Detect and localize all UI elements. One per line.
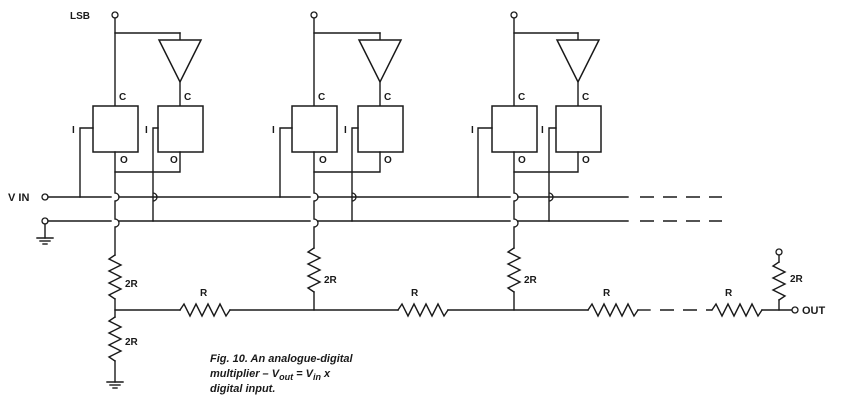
ground-symbol-top: [36, 237, 54, 245]
switch-stage-1: LSB C C I I O O: [70, 11, 204, 256]
resistor-2r-stage2-label: 2R: [324, 275, 338, 286]
switch-a-output-label: O: [518, 155, 526, 166]
resistor-r-3-label: R: [603, 288, 611, 299]
switch-a-input-label: I: [272, 125, 275, 136]
bit-3-terminal: [510, 11, 518, 19]
resistor-2r-termination-label: 2R: [125, 337, 139, 348]
resistor-2r-stage1-label: 2R: [125, 279, 139, 290]
caption-line-2-suffix: x: [321, 368, 331, 380]
ground-bus: [36, 217, 722, 245]
vin-terminal: [41, 193, 49, 201]
switch-a-output-label: O: [120, 155, 128, 166]
resistor-r-4: [711, 302, 763, 318]
lsb-terminal: [111, 11, 119, 19]
switch-a-control-label: C: [318, 92, 325, 103]
lsb-label: LSB: [70, 11, 90, 22]
resistor-2r-stage3: [506, 247, 522, 293]
switch-b-input-label: I: [344, 125, 347, 136]
switch-b-control-label: C: [384, 92, 391, 103]
switch-b-control-label: C: [582, 92, 589, 103]
switch-a-output-label: O: [319, 155, 327, 166]
out-terminal: [791, 306, 799, 314]
vin-bus: V IN: [8, 192, 722, 204]
resistor-r-1: [179, 302, 231, 318]
figure-caption: Fig. 10. An analogue-digital multiplier …: [210, 353, 354, 395]
resistor-r-2: [397, 302, 449, 318]
caption-line-2: multiplier – Vout = Vin x: [210, 368, 331, 382]
switch-b-input-label: I: [145, 125, 148, 136]
resistor-r-1-label: R: [200, 288, 208, 299]
caption-vout-subscript: out: [279, 372, 294, 382]
analogue-switch-3b: [555, 105, 602, 153]
switch-a-control-label: C: [119, 92, 126, 103]
switch-b-control-label: C: [184, 92, 191, 103]
inverter-3: [555, 39, 601, 84]
resistor-r-2-label: R: [411, 288, 419, 299]
ground-terminal: [41, 217, 49, 225]
switch-a-input-label: I: [471, 125, 474, 136]
bit-2-terminal: [310, 11, 318, 19]
switch-stage-3: C C I I O O: [471, 11, 602, 249]
resistor-2r-output-label: 2R: [790, 274, 804, 285]
analogue-switch-3a: [491, 105, 538, 153]
switch-b-output-label: O: [170, 155, 178, 166]
caption-line-2-mid: = V: [293, 368, 315, 380]
caption-line-2-prefix: multiplier – V: [210, 368, 281, 380]
caption-line-1: Fig. 10. An analogue-digital: [210, 353, 354, 365]
switch-b-output-label: O: [384, 155, 392, 166]
resistor-2r-output: [771, 261, 787, 301]
vin-label: V IN: [8, 192, 29, 204]
bias-terminal: [775, 248, 783, 256]
switch-a-control-label: C: [518, 92, 525, 103]
resistor-2r-termination: [107, 316, 123, 362]
analogue-switch-1a: [92, 105, 139, 153]
out-label: OUT: [802, 305, 826, 317]
analogue-switch-1b: [157, 105, 204, 153]
switch-stage-2: C C I I O O: [272, 11, 404, 249]
switch-b-input-label: I: [541, 125, 544, 136]
resistor-2r-stage1: [107, 254, 123, 300]
switch-a-input-label: I: [72, 125, 75, 136]
caption-line-3: digital input.: [210, 383, 275, 395]
inverter-1: [157, 39, 203, 84]
ground-symbol-bottom: [106, 381, 124, 389]
resistor-r-4-label: R: [725, 288, 733, 299]
inverter-2: [357, 39, 403, 84]
analogue-switch-2a: [291, 105, 338, 153]
resistor-r-3: [587, 302, 639, 318]
caption-vin-subscript: in: [313, 372, 322, 382]
analogue-switch-2b: [357, 105, 404, 153]
resistor-2r-stage3-label: 2R: [524, 275, 538, 286]
resistor-2r-stage2: [306, 247, 322, 293]
switch-b-output-label: O: [582, 155, 590, 166]
